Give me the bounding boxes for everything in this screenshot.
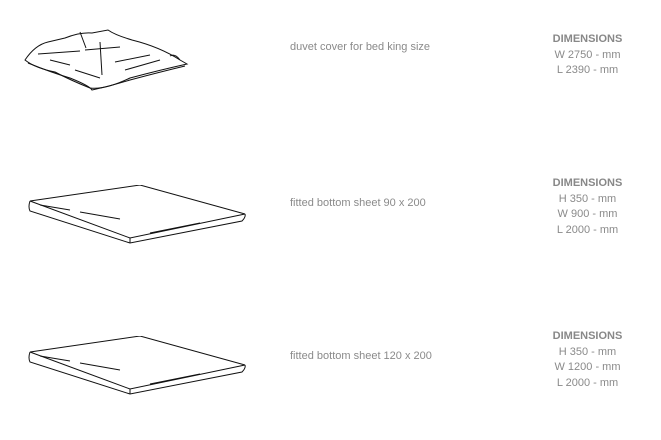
dimension-height: H 350 - mm [558, 345, 617, 358]
dimensions-block: DIMENSIONS H 350 - mm W 1200 - mm L 2000… [540, 329, 635, 391]
dimension-width: W 1200 - mm [554, 361, 621, 373]
dimensions-block: DIMENSIONS W 2750 - mm L 2390 - mm [540, 32, 635, 79]
dimensions-title: DIMENSIONS [552, 177, 623, 189]
dimensions-title: DIMENSIONS [552, 33, 623, 45]
product-description: fitted bottom sheet 120 x 200 [290, 350, 432, 362]
sheet-icon [28, 336, 246, 395]
dimension-length: L 2000 - mm [556, 223, 619, 236]
dimension-length: L 2000 - mm [556, 376, 619, 389]
duvet-icon [24, 29, 189, 91]
dimensions-block: DIMENSIONS H 350 - mm W 900 - mm L 2000 … [540, 176, 635, 238]
dimensions-title: DIMENSIONS [552, 330, 623, 342]
dimension-width: W 2750 - mm [554, 48, 621, 61]
dimension-height: H 350 - mm [558, 192, 617, 205]
dimension-length: L 2390 - mm [556, 64, 619, 76]
sheet-icon [28, 185, 246, 244]
dimension-width: W 900 - mm [557, 208, 618, 220]
product-description: duvet cover for bed king size [290, 41, 431, 53]
product-description: fitted bottom sheet 90 x 200 [290, 197, 426, 209]
